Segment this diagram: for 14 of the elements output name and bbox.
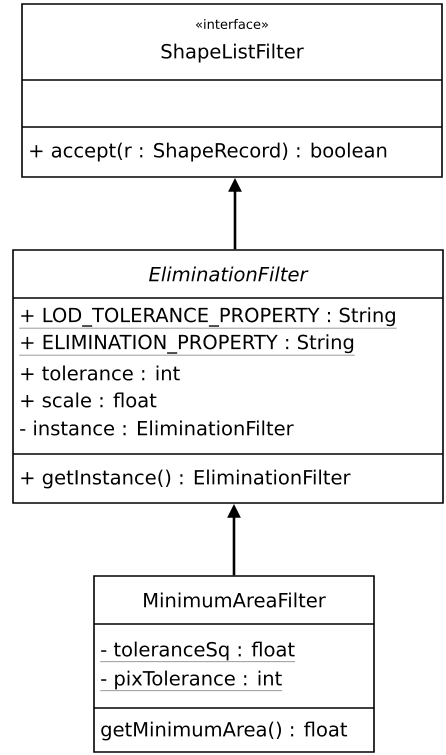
static-member-text: - pixTolerance : int (100, 670, 282, 692)
class-name: EliminationFilter (149, 266, 308, 282)
member-text: + tolerance : int (21, 365, 180, 381)
stereotype-label: «interface» (196, 18, 268, 30)
member-text: + accept(r : ShapeRecord) : boolean (30, 142, 386, 162)
static-member-text: + LOD_TOLERANCE_PROPERTY : String (19, 307, 397, 328)
member-text: + scale : float (21, 392, 156, 408)
member-text: + getInstance() : EliminationFilter (21, 470, 350, 488)
static-member-text: + ELIMINATION_PROPERTY : String (19, 334, 356, 356)
static-member-text: - toleranceSq : float (100, 642, 296, 662)
member-text: - instance : EliminationFilter (20, 420, 294, 436)
member-text: getMinimumArea() : float (101, 722, 348, 740)
class-name: MinimumAreaFilter (144, 592, 326, 608)
class-name: ShapeListFilter (162, 44, 304, 62)
